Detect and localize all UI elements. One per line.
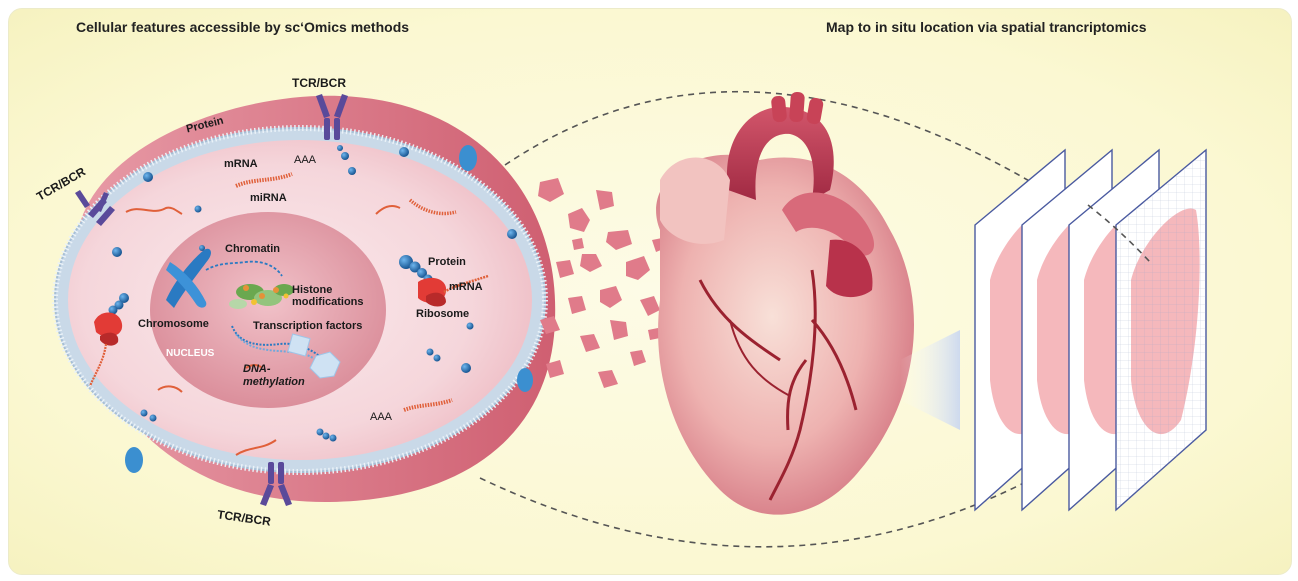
membrane-channel xyxy=(517,368,533,392)
label-transcription-factors: Transcription factors xyxy=(253,320,362,332)
label-mrna-ribosome: mRNA xyxy=(449,281,483,293)
right-atrium xyxy=(660,158,730,244)
label-mirna: miRNA xyxy=(250,192,287,204)
label-histone-modifications: Histone modifications xyxy=(292,284,364,308)
label-chromatin: Chromatin xyxy=(225,243,280,255)
right-title: Map to in situ location via spatial tran… xyxy=(826,19,1147,35)
label-aaa-bottom: AAA xyxy=(370,411,392,423)
label-tcr-top: TCR/BCR xyxy=(292,77,346,89)
label-chromosome: Chromosome xyxy=(138,318,209,330)
label-mrna: mRNA xyxy=(224,158,258,170)
tissue-slices xyxy=(975,150,1206,510)
label-dna-methylation: DNA- methylation xyxy=(243,363,305,389)
heart xyxy=(656,92,960,515)
label-protein-ribosome: Protein xyxy=(428,256,466,268)
membrane-channel xyxy=(125,447,143,473)
label-nucleus: NUCLEUS xyxy=(166,348,214,360)
left-title: Cellular features accessible by sc‘Omics… xyxy=(76,19,409,35)
label-ribosome: Ribosome xyxy=(416,308,469,320)
label-aaa-top: AAA xyxy=(294,154,316,166)
membrane-channel xyxy=(459,145,477,171)
tissue-fragments xyxy=(538,178,676,388)
